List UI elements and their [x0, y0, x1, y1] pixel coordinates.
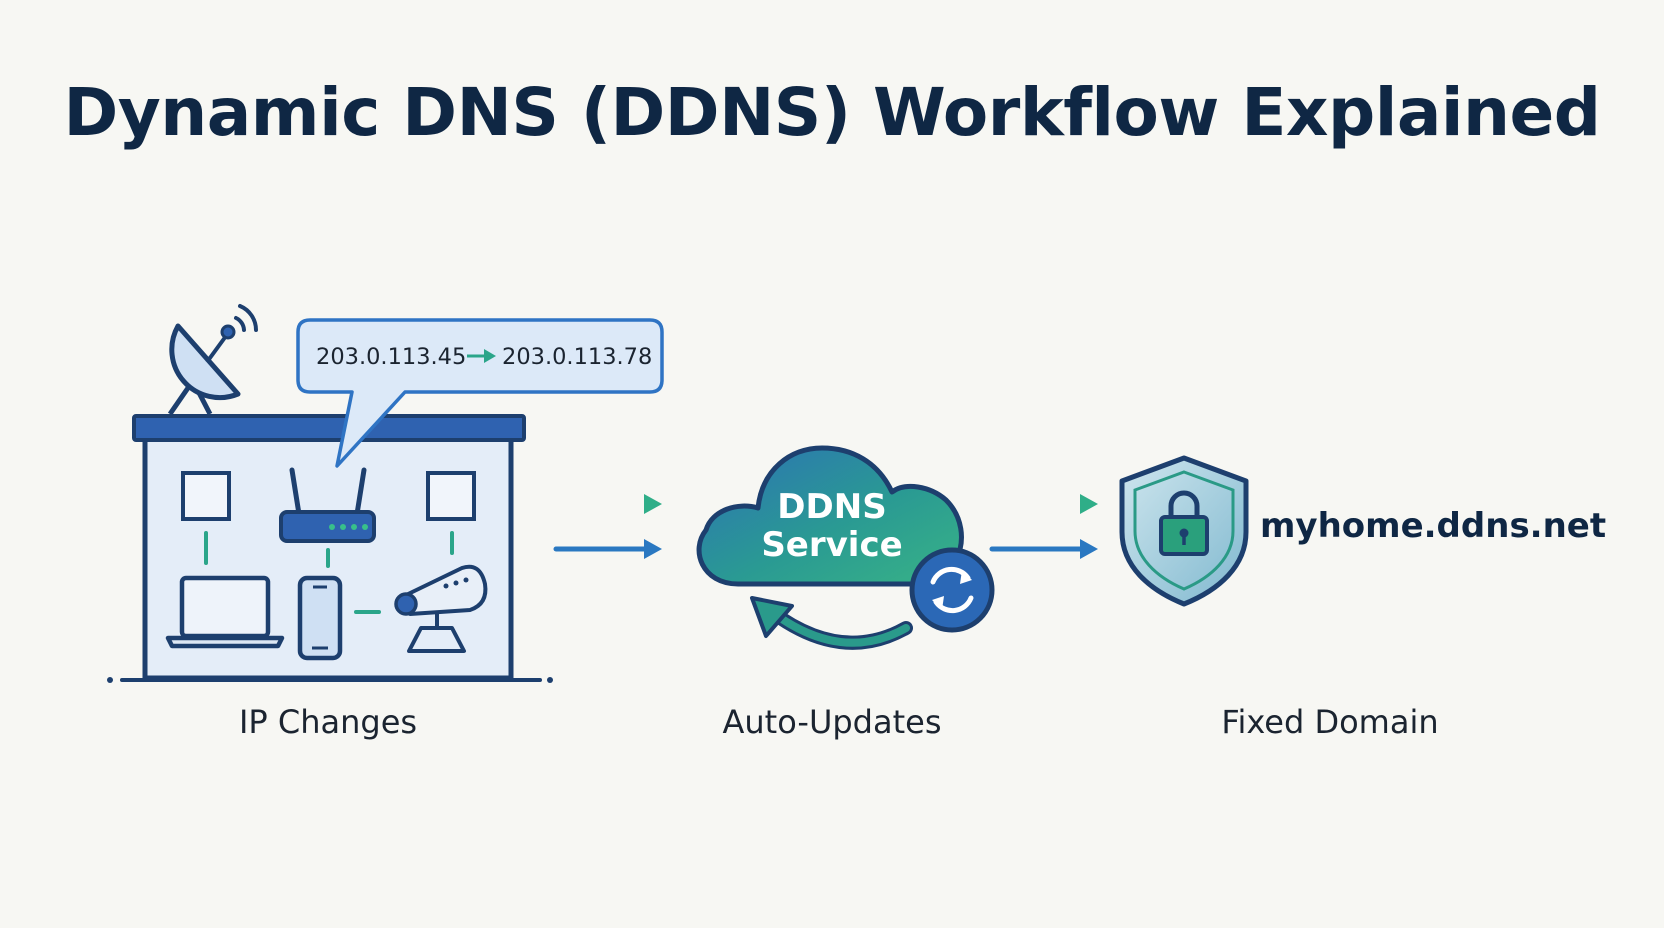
diagram-title: Dynamic DNS (DDNS) Workflow Explained: [63, 74, 1601, 151]
ip-change-arrow-icon: [467, 349, 496, 363]
laptop-icon: [165, 575, 285, 649]
cloud-label-line2: Service: [761, 525, 902, 565]
fixed-domain: myhome.ddns.net: [1260, 506, 1606, 546]
satellite-dish-icon: [167, 304, 258, 416]
ip-old: 203.0.113.45: [316, 344, 466, 370]
building-roof: [132, 414, 526, 442]
security-camera-icon: [394, 564, 488, 653]
window-left: [181, 471, 231, 521]
update-loop-arrow: [750, 596, 913, 650]
ip-new: 203.0.113.78: [502, 344, 652, 370]
refresh-icon: [909, 547, 995, 633]
phone-icon: [297, 575, 343, 661]
flow-arrows-to-cloud: [553, 494, 663, 559]
stage-label-fixed-domain: Fixed Domain: [1221, 703, 1439, 741]
cloud-label-line1: DDNS: [777, 487, 886, 527]
flow-arrows-to-domain: [989, 494, 1099, 559]
window-right: [426, 471, 476, 521]
ip-change-bubble: 203.0.113.45 203.0.113.78: [296, 318, 664, 468]
shield-lock-icon: [1119, 455, 1249, 607]
stage-label-ip-changes: IP Changes: [238, 703, 418, 741]
stage-label-auto-updates: Auto-Updates: [722, 703, 942, 741]
network-connectors: [204, 531, 454, 614]
router-icon: [279, 467, 376, 543]
